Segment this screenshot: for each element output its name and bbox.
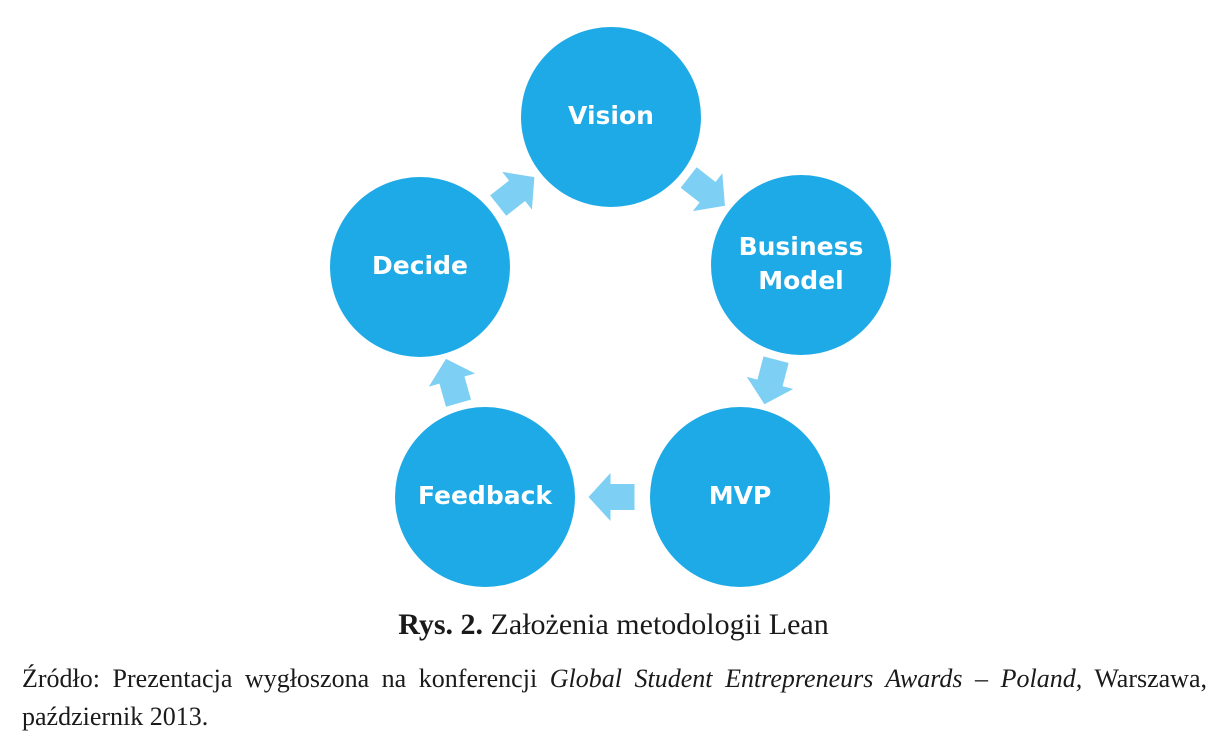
node-business-model-label: Model xyxy=(758,266,843,295)
source-lead: Źródło: Prezentacja wygłoszona na konfer… xyxy=(22,664,538,693)
arrow-feedback-to-decide xyxy=(428,358,476,407)
node-decide-label: Decide xyxy=(372,251,468,280)
source-note: Źródło: Prezentacja wygłoszona na konfer… xyxy=(22,660,1207,736)
node-vision-label: Vision xyxy=(568,101,654,130)
node-vision-circle xyxy=(521,27,701,207)
node-mvp-circle xyxy=(650,407,830,587)
source-event: Global Student Entrepreneurs Awards – Po… xyxy=(549,664,1083,693)
node-mvp-label: MVP xyxy=(709,481,772,510)
node-feedback-circle xyxy=(395,407,575,587)
figure-caption: Rys. 2. Założenia metodologii Lean xyxy=(0,605,1227,645)
node-decide: Decide xyxy=(330,177,510,357)
source-tail: Warszawa, październik 2013. xyxy=(22,664,1207,731)
node-business-model-circle xyxy=(711,175,891,355)
node-mvp: MVP xyxy=(650,407,830,587)
node-vision: Vision xyxy=(521,27,701,207)
arrow-vision-to-business-model xyxy=(680,167,725,212)
caption-prefix: Rys. 2. xyxy=(398,608,484,641)
arrow-mvp-to-feedback xyxy=(588,473,635,521)
caption-text: Założenia metodologii Lean xyxy=(490,608,829,641)
node-decide-circle xyxy=(330,177,510,357)
node-business-model-label: Business xyxy=(739,232,864,261)
node-feedback-label: Feedback xyxy=(418,481,553,510)
arrow-business-model-to-mvp xyxy=(746,356,794,405)
arrows-layer xyxy=(428,167,794,521)
arrow-decide-to-vision xyxy=(490,171,535,216)
node-feedback: Feedback xyxy=(395,407,575,587)
